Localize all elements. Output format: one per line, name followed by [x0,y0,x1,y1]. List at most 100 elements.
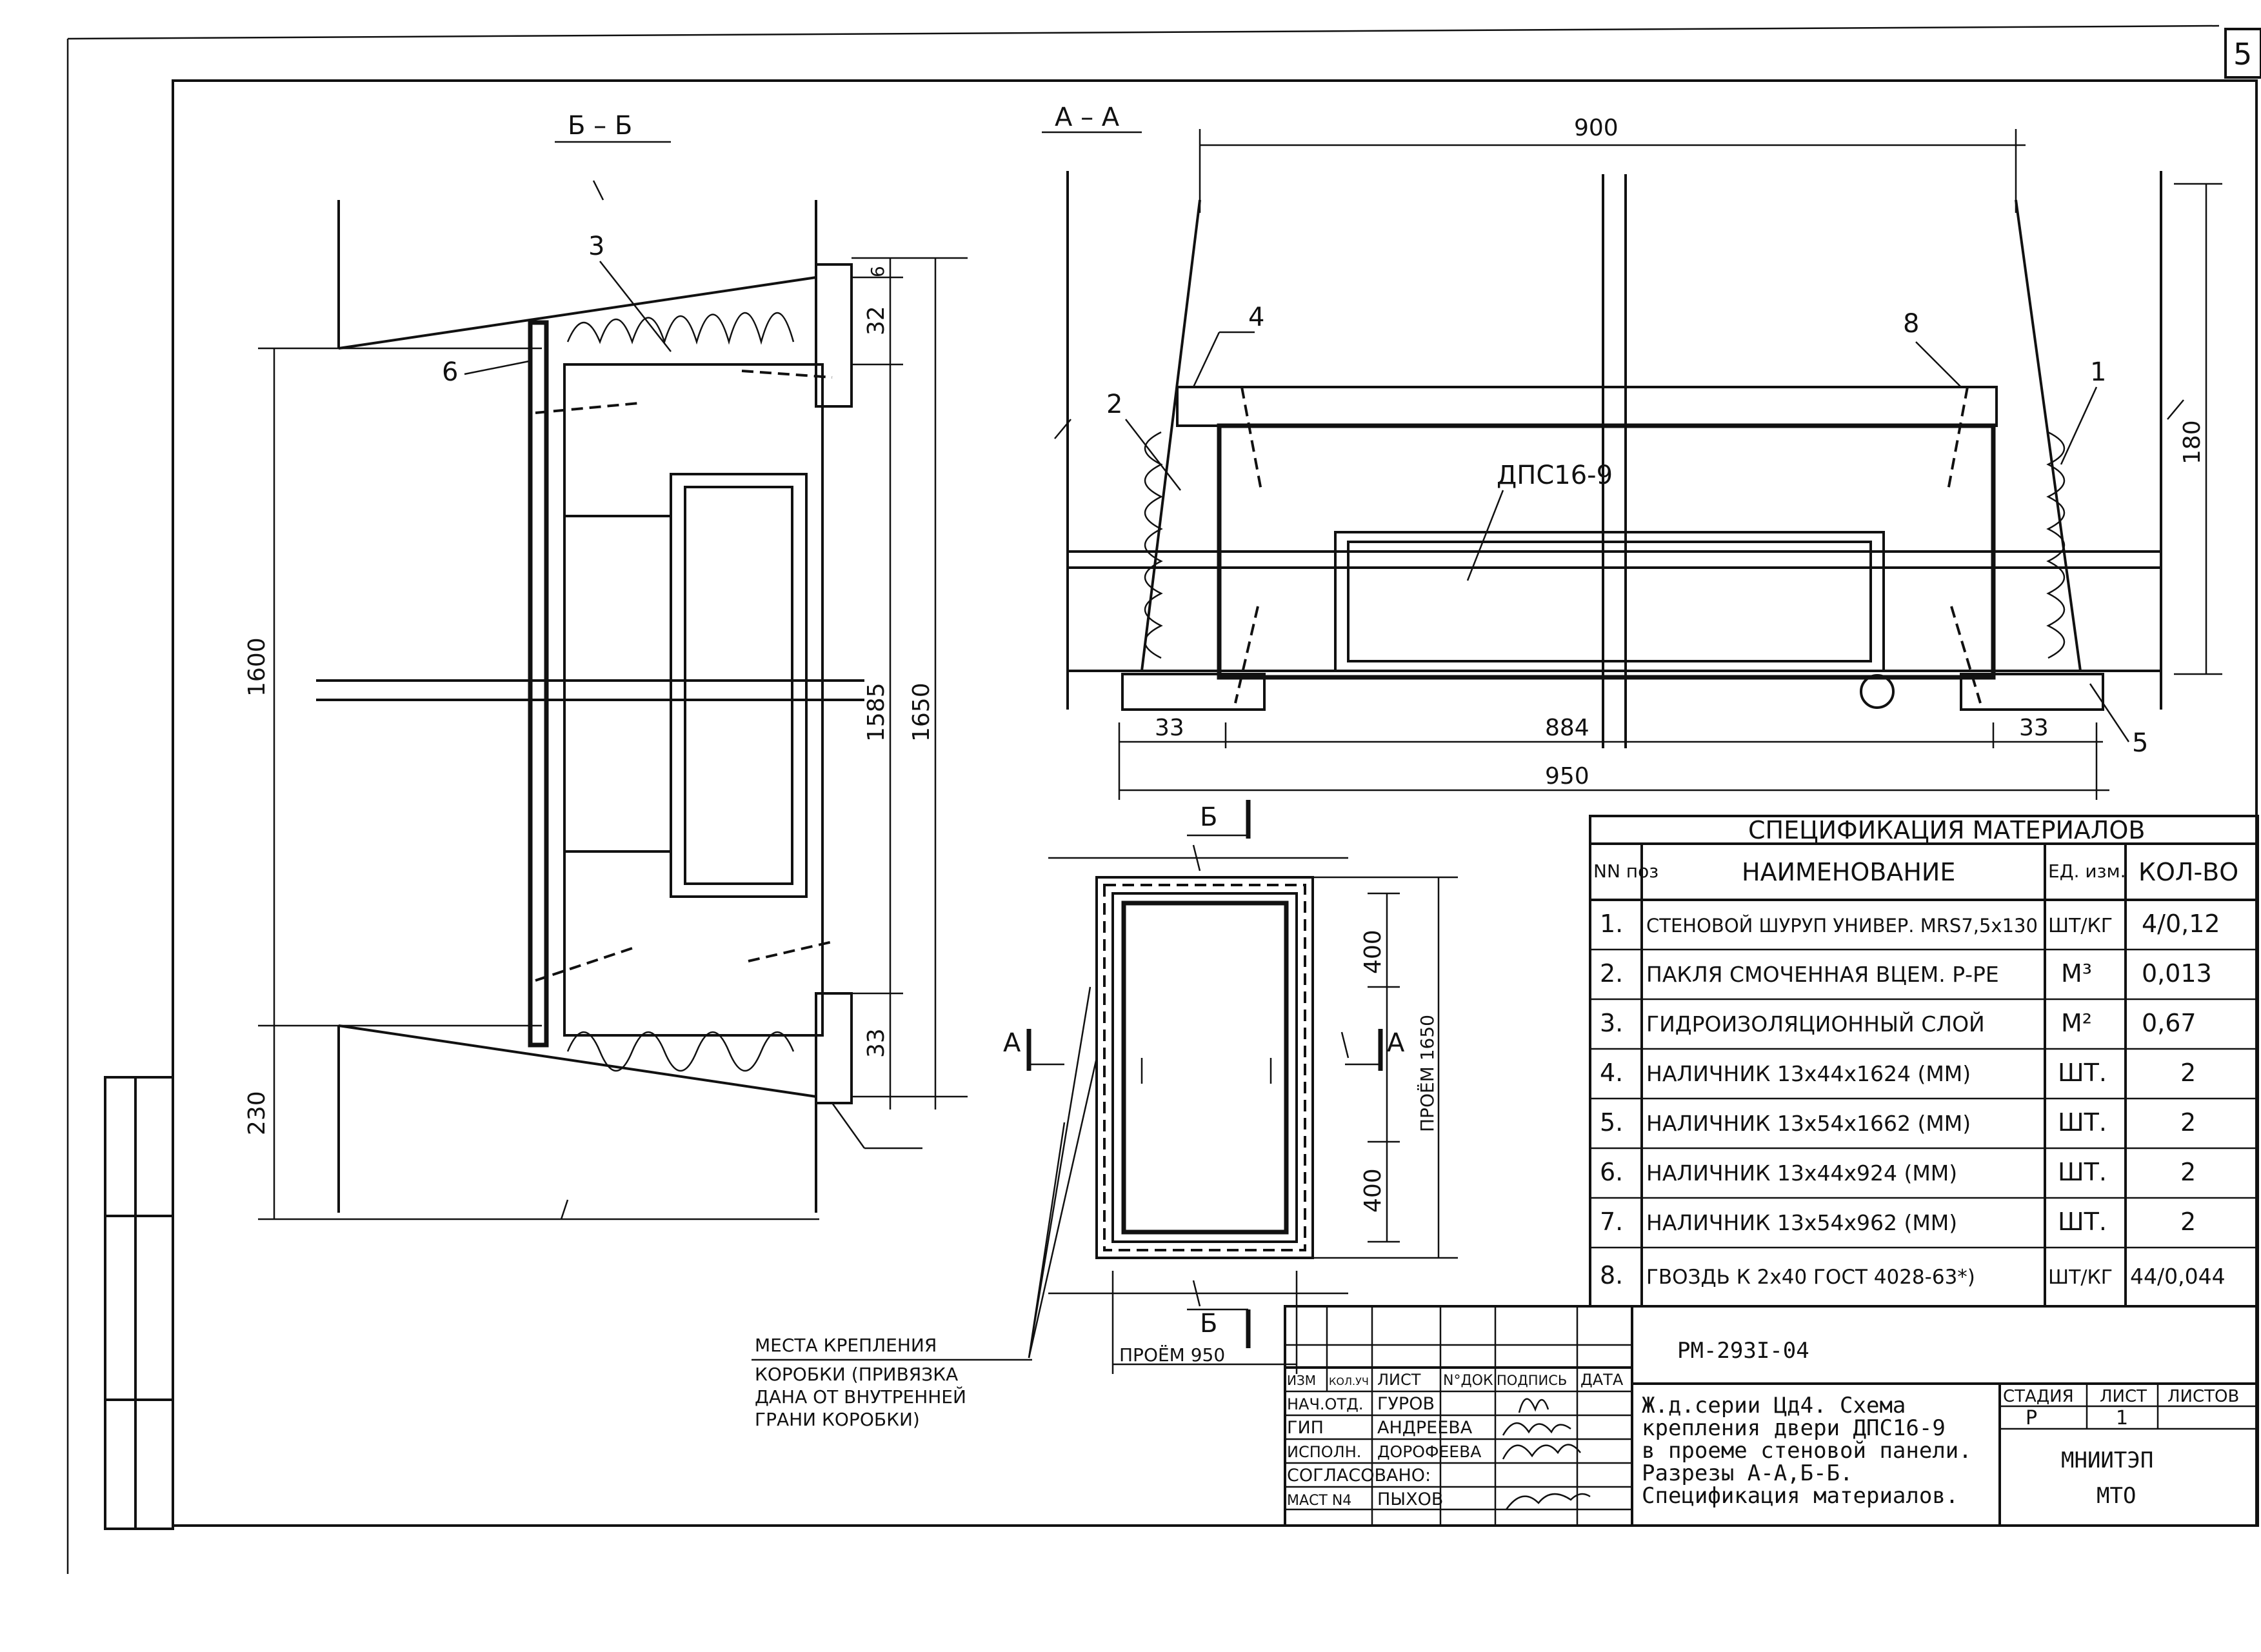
spec-row-num: 6. [1600,1158,1623,1186]
aa-dim-950: 950 [1545,763,1589,790]
aa-dim-900: 900 [1574,115,1619,141]
bb-dim-1600: 1600 [244,637,270,697]
aa-callout-5: 5 [2132,728,2148,758]
sheet-number: 5 [2233,37,2252,72]
tb-person-1: НАЧ.ОТД. ГУРОВ [1287,1394,1435,1414]
spec-row-name: НАЛИЧНИК 13x44x1624 (ММ) [1646,1061,1971,1086]
tb-name: ДОРОФЕЕВА [1377,1442,1481,1461]
tb-col-date: ДАТА [1580,1371,1624,1389]
tb-col-koluch: КОЛ.УЧ [1329,1375,1369,1388]
spec-row-4: 4. НАЛИЧНИК 13x44x1624 (ММ) ШТ. 2 [1600,1059,2196,1087]
tb-role: ИСПОЛН. [1287,1443,1361,1461]
elev-opening-width: ПРОЁМ 950 [1119,1344,1225,1366]
tb-role: ГИП [1287,1418,1324,1438]
elev-opening-height: ПРОЁМ 1650 [1417,1015,1438,1132]
spec-row-name: ГИДРОИЗОЛЯЦИОННЫЙ СЛОЙ [1646,1011,1985,1037]
aa-dim-33-left: 33 [1155,715,1184,741]
tb-name: ГУРОВ [1377,1394,1435,1414]
section-bb: Б – Б 3 6 [244,111,968,1220]
tb-sheet-label: ЛИСТ [2100,1387,2147,1406]
spec-row-name: НАЛИЧНИК 13x44x924 (ММ) [1646,1160,1957,1186]
tb-role: МАСТ N4 [1287,1493,1351,1509]
bb-dim-32: 32 [863,306,890,335]
elevation-view: Б Б А А 400 400 ПРОЁМ 1650 [1003,800,1458,1374]
spec-header-qty: КОЛ-ВО [2138,858,2238,886]
tb-header-row: ИЗМ КОЛ.УЧ ЛИСТ N°ДОК ПОДПИСЬ ДАТА [1287,1371,1624,1389]
bb-dim-6: 6 [867,266,888,277]
note-line-3: ДАНА ОТ ВНУТРЕННЕЙ [755,1386,966,1408]
tb-person-3: ИСПОЛН. ДОРОФЕЕВА [1287,1442,1481,1461]
aa-dim-180: 180 [2179,420,2206,464]
spec-row-name: ПАКЛЯ СМОЧЕННАЯ ВЦЕМ. Р-РЕ [1646,962,1999,987]
tb-col-doc: N°ДОК [1443,1373,1493,1389]
section-aa: А – А 900 ДПС16-9 [1042,103,2222,800]
spec-row-qty: 0,67 [2142,1009,2196,1037]
spec-row-unit: ШТ/КГ [2048,1266,2113,1289]
spec-row-num: 8. [1600,1261,1623,1289]
signature-3 [1502,1444,1581,1460]
spec-row-1: 1. СТЕНОВОЙ ШУРУП УНИВЕР. MRS7,5x130 ШТ/… [1600,910,2220,938]
aa-callout-1: 1 [2090,357,2106,387]
tb-desc-5: Спецификация материалов. [1642,1483,1958,1509]
spec-row-name: ГВОЗДЬ К 2x40 ГОСТ 4028-63*) [1646,1266,1975,1289]
signature-1 [1518,1398,1549,1413]
spec-row-num: 2. [1600,959,1623,988]
tb-stage: Р [2026,1407,2037,1429]
spec-header-name: НАИМЕНОВАНИЕ [1742,858,1955,886]
note-line-2: КОРОБКИ (ПРИВЯЗКА [755,1364,958,1385]
spec-row-qty: 2 [2180,1208,2196,1236]
bb-dim-1650: 1650 [908,682,935,742]
tb-col-izm: ИЗМ [1287,1373,1316,1388]
spec-row-6: 6. НАЛИЧНИК 13x44x924 (ММ) ШТ. 2 [1600,1158,2196,1186]
spec-row-num: 4. [1600,1059,1623,1087]
elev-dim-400-top: 400 [1360,930,1386,974]
spec-row-name: СТЕНОВОЙ ШУРУП УНИВЕР. MRS7,5x130 [1646,915,2038,937]
spec-row-qty: 0,013 [2142,959,2212,988]
note-mounting-points: МЕСТА КРЕПЛЕНИЯ КОРОБКИ (ПРИВЯЗКА ДАНА О… [752,1335,1032,1430]
spec-row-unit: М² [2061,1009,2092,1037]
tb-name: АНДРЕЕВА [1377,1418,1473,1438]
tb-desc-2: крепления двери ДПС16-9 [1642,1415,1946,1441]
title-block: ИЗМ КОЛ.УЧ ЛИСТ N°ДОК ПОДПИСЬ ДАТА НАЧ.О… [1284,1305,2259,1527]
spec-row-num: 1. [1600,910,1623,938]
tb-drawing-code: РМ-293I-04 [1677,1338,1809,1364]
spec-row-name: НАЛИЧНИК 13x54x962 (ММ) [1646,1210,1957,1235]
aa-dim-884: 884 [1545,715,1589,741]
spec-row-8: 8. ГВОЗДЬ К 2x40 ГОСТ 4028-63*) ШТ/КГ 44… [1600,1261,2226,1289]
spec-row-qty: 2 [2180,1059,2196,1087]
tb-stage-label: СТАДИЯ [2003,1387,2074,1406]
spec-row-num: 5. [1600,1108,1623,1137]
elev-section-a-right: А [1387,1028,1405,1058]
spec-row-unit: ШТ. [2058,1158,2107,1186]
spec-row-num: 7. [1600,1208,1623,1236]
aa-dim-33-right: 33 [2019,715,2049,741]
elev-section-b-top: Б [1200,802,1217,832]
elev-section-b-bottom: Б [1200,1309,1217,1339]
tb-desc-1: Ж.д.серии Цд4. Схема [1642,1393,1906,1418]
tb-desc-3: в проеме стеновой панели. [1642,1438,1972,1464]
spec-header-num: NN поз [1593,861,1658,882]
signature-4 [1505,1493,1591,1510]
tb-desc-4: Разрезы А-А,Б-Б. [1642,1460,1853,1486]
spec-row-unit: ШТ. [2058,1208,2107,1236]
tb-col-sign: ПОДПИСЬ [1497,1373,1567,1388]
note-line-4: ГРАНИ КОРОБКИ) [755,1409,920,1430]
tb-col-list: ЛИСТ [1377,1371,1421,1389]
tb-role: СОГЛАСОВАНО: [1287,1466,1431,1486]
bb-dim-1585: 1585 [863,682,890,742]
tb-org-1: МНИИТЭП [2061,1448,2153,1473]
spec-row-name: НАЛИЧНИК 13x54x1662 (ММ) [1646,1111,1971,1136]
bb-dim-33: 33 [863,1028,890,1058]
spec-row-3: 3. ГИДРОИЗОЛЯЦИОННЫЙ СЛОЙ М² 0,67 [1600,1009,2196,1037]
tb-org-2: МТО [2097,1483,2136,1509]
spec-row-unit: ШТ. [2058,1059,2107,1087]
spec-row-2: 2. ПАКЛЯ СМОЧЕННАЯ ВЦЕМ. Р-РЕ М³ 0,013 [1600,959,2212,988]
tb-person-4: СОГЛАСОВАНО: [1287,1466,1431,1486]
aa-door-label: ДПС16-9 [1497,461,1613,490]
spec-table: СПЕЦИФИКАЦИЯ МАТЕРИАЛОВ NN поз НАИМЕНОВА… [1589,815,2259,1308]
spec-title: СПЕЦИФИКАЦИЯ МАТЕРИАЛОВ [1748,816,2145,844]
spec-row-5: 5. НАЛИЧНИК 13x54x1662 (ММ) ШТ. 2 [1600,1108,2196,1137]
note-line-1: МЕСТА КРЕПЛЕНИЯ [755,1335,937,1356]
tb-sheet: 1 [2116,1407,2128,1429]
